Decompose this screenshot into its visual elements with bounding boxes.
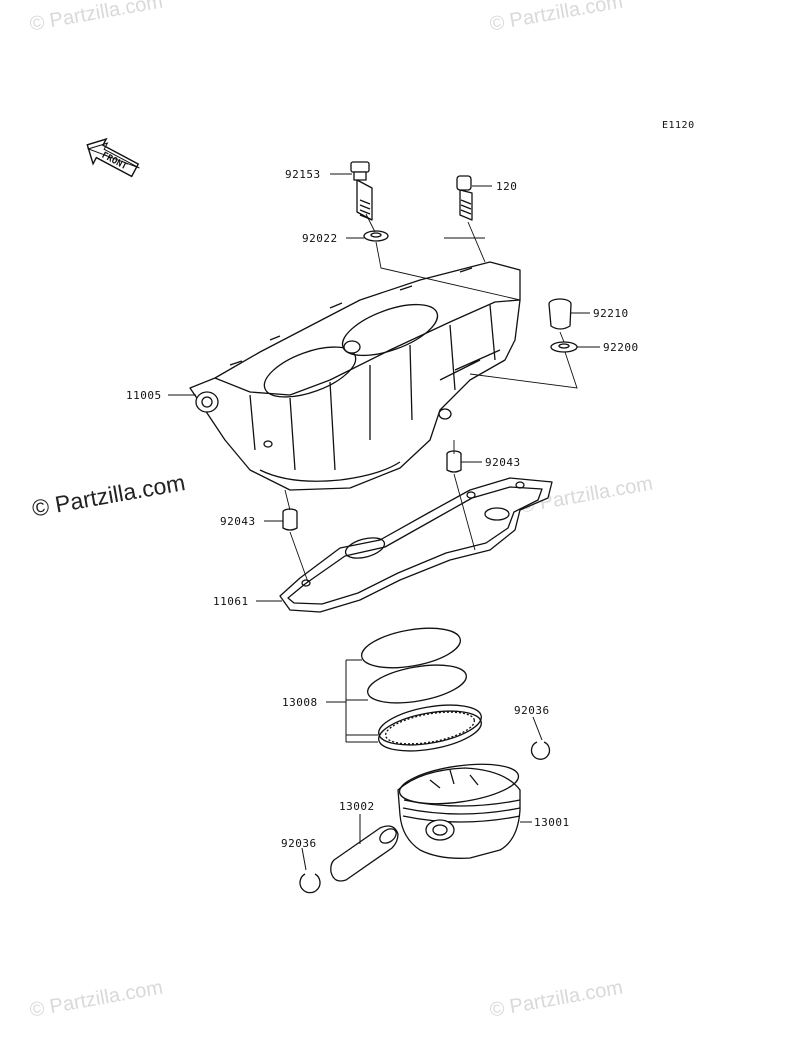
label-92200[interactable]: 92200 [603, 341, 639, 354]
dowel-pin-92043-right[interactable] [446, 450, 462, 473]
align-dowel-right [453, 440, 476, 551]
align-bolt-block [444, 221, 486, 263]
cap-92210[interactable] [548, 298, 572, 330]
dowel-pin-92043-left[interactable] [282, 508, 298, 531]
label-13001[interactable]: 13001 [534, 816, 570, 829]
label-13008[interactable]: 13008 [282, 696, 318, 709]
piston-ring-1[interactable] [359, 622, 464, 675]
piston-ring-2[interactable] [365, 659, 469, 710]
cylinder-block-11005[interactable] [189, 261, 521, 491]
leader-13008 [326, 659, 378, 743]
label-92022[interactable]: 92022 [302, 232, 338, 245]
cylinder-gasket-11061[interactable] [279, 477, 553, 613]
label-92210[interactable]: 92210 [593, 307, 629, 320]
leader-92036-left [301, 847, 307, 871]
label-92153[interactable]: 92153 [285, 168, 321, 181]
washer-92022[interactable] [363, 230, 389, 242]
label-11005[interactable]: 11005 [126, 389, 162, 402]
label-92043-right[interactable]: 92043 [485, 456, 521, 469]
circlip-92036-right[interactable] [530, 741, 551, 760]
bolt-120[interactable] [456, 175, 473, 221]
piston-13001[interactable] [397, 758, 521, 859]
align-bolt-washer [365, 213, 376, 233]
circlip-92036-left[interactable] [299, 873, 321, 894]
oil-ring-set[interactable] [376, 698, 485, 758]
diagram-code: E1120 [662, 120, 695, 131]
align-cap-block [469, 331, 578, 389]
label-92043-left[interactable]: 92043 [220, 515, 256, 528]
align-washer-block [375, 241, 521, 301]
label-13002[interactable]: 13002 [339, 800, 375, 813]
bolt-92153[interactable] [350, 161, 373, 221]
label-92036-right[interactable]: 92036 [514, 704, 550, 717]
label-11061[interactable]: 11061 [213, 595, 249, 608]
label-120[interactable]: 120 [496, 180, 518, 193]
front-arrow-icon: FRONT [86, 137, 140, 178]
leader-92036-right [532, 716, 543, 741]
align-dowel-left [284, 489, 309, 583]
piston-pin-13002[interactable] [330, 825, 399, 882]
label-92036-left[interactable]: 92036 [281, 837, 317, 850]
